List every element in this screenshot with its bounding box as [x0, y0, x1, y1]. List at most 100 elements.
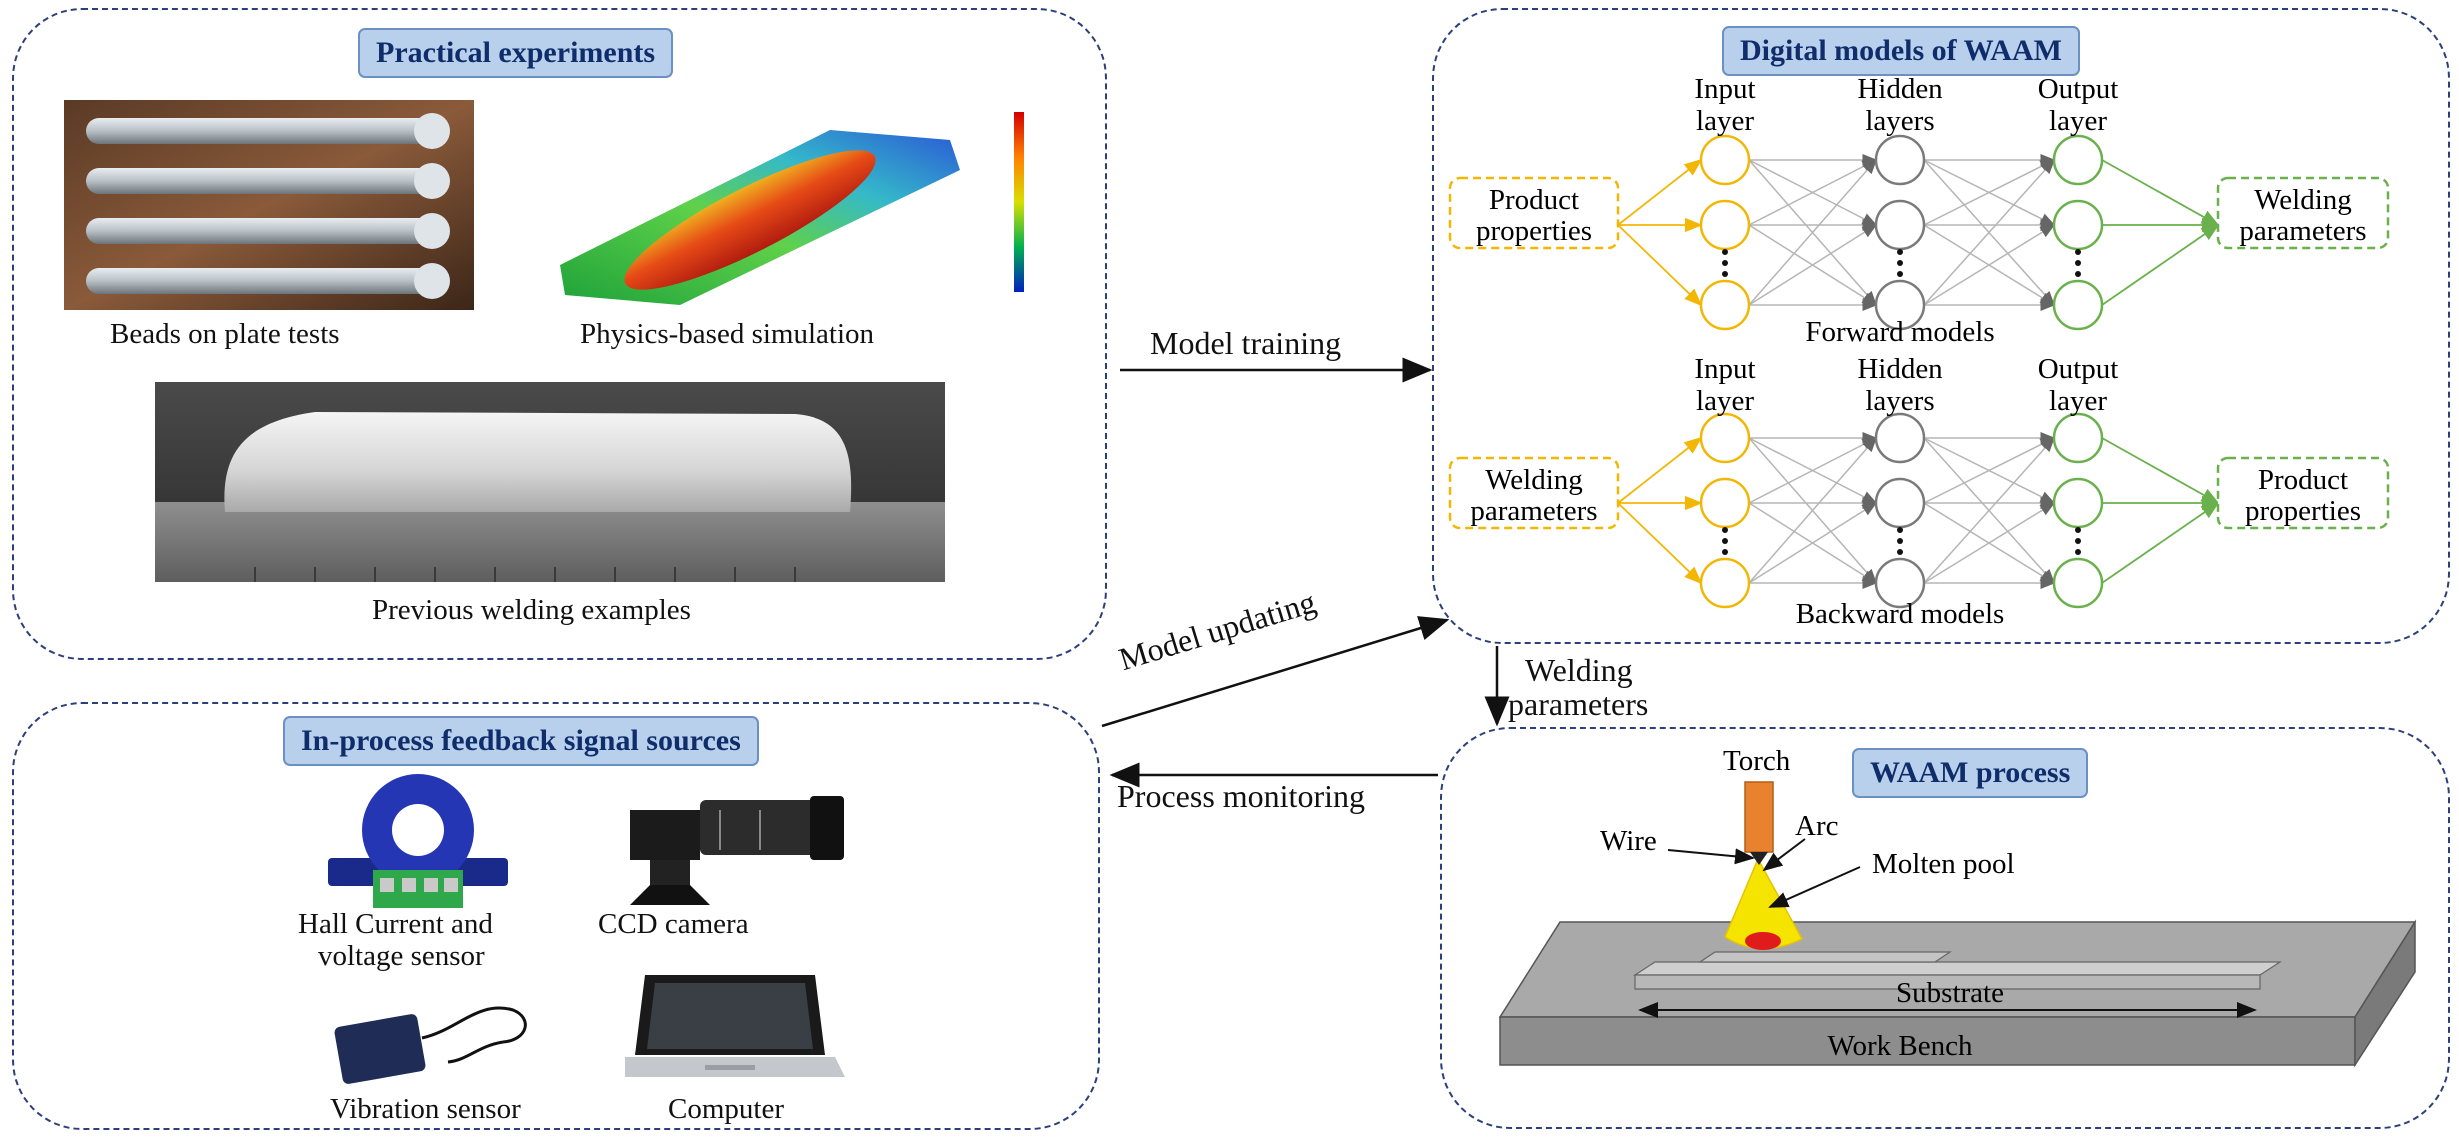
backward-ellipsis-dot: [1897, 549, 1903, 555]
fwd-input-box-line1: Product: [1489, 184, 1579, 216]
fwd-hidden-layers-line2: layers: [1865, 105, 1934, 137]
fwd-output-box: [2216, 176, 2390, 250]
forward-ellipsis-dot: [2075, 260, 2081, 266]
arc-label: Arc: [1795, 810, 1838, 842]
backward-ellipsis-dot: [1722, 538, 1728, 544]
forward-ellipsis-dot: [1722, 271, 1728, 277]
forward-ellipsis-dot: [1897, 249, 1903, 255]
work-bench-label: Work Bench: [1827, 1030, 1973, 1062]
backward-input-arrow: [1617, 502, 1703, 585]
forward-node-output: [2052, 134, 2104, 186]
fwd-output-box-line2: parameters: [2239, 215, 2366, 247]
physics-simulation-image: [560, 112, 1024, 305]
process-monitoring-label: Process monitoring: [1117, 778, 1365, 814]
backward-connection: [1923, 502, 2056, 584]
backward-ellipsis-dot: [2075, 527, 2081, 533]
fwd-input-box-line2: properties: [1476, 215, 1592, 247]
bwd-output-box-line1: Product: [2258, 464, 2348, 496]
forward-models-caption: Forward models: [1805, 316, 1994, 348]
backward-node-output: [2052, 557, 2104, 609]
backward-model-network: [1617, 412, 2220, 609]
bwd-hidden-layers-line1: Hidden: [1857, 353, 1943, 385]
bwd-input-box-line1: Welding: [1485, 464, 1583, 496]
backward-node-hidden: [1874, 477, 1926, 529]
backward-connection: [1748, 436, 1877, 584]
model-updating-arrow: [1101, 616, 1450, 728]
substrate-top: [1632, 961, 2283, 976]
welding-parameters-label-line1: Welding: [1525, 652, 1633, 688]
bead-2: [86, 163, 450, 199]
bead-4: [86, 263, 450, 299]
bwd-input-layer-line2: layer: [1696, 385, 1754, 417]
beads-on-plate-photo: [64, 100, 474, 310]
backward-output-arrow: [2101, 501, 2220, 584]
molten-pool: [1745, 932, 1781, 950]
computer-caption: Computer: [668, 1093, 784, 1125]
backward-ellipsis-dot: [2075, 549, 2081, 555]
previous-welding-photo: [155, 382, 945, 582]
forward-output-arrow: [2101, 159, 2220, 226]
hall-caption-line1: Hall Current and: [298, 908, 493, 940]
forward-model-network: [1617, 134, 2220, 331]
bwd-input-box: [1448, 456, 1620, 530]
backward-node-input: [1699, 412, 1751, 464]
backward-ellipsis-dot: [1722, 549, 1728, 555]
ccd-camera-image: [630, 796, 844, 905]
practical-experiments-title: Practical experiments: [358, 28, 674, 78]
waam-process-title: WAAM process: [1852, 748, 2089, 798]
backward-connection: [1923, 436, 2056, 584]
bwd-output-layer-line1: Output: [2038, 353, 2119, 385]
backward-node-hidden: [1874, 412, 1926, 464]
backward-node-hidden: [1874, 557, 1926, 609]
forward-ellipsis-dot: [1722, 249, 1728, 255]
torch-label: Torch: [1723, 745, 1791, 777]
backward-ellipsis-dot: [1897, 538, 1903, 544]
forward-ellipsis-dot: [1897, 271, 1903, 277]
bead-1: [86, 113, 450, 149]
fwd-input-layer-line2: layer: [1696, 105, 1754, 137]
beads-caption: Beads on plate tests: [110, 318, 340, 350]
forward-node-hidden: [1874, 279, 1926, 331]
forward-output-arrow: [2101, 223, 2220, 306]
computer-image: [625, 975, 845, 1077]
bwd-input-box-line2: parameters: [1470, 495, 1597, 527]
deposited-bead: [1698, 951, 1952, 963]
work-bench-side: [2354, 919, 2416, 1068]
backward-node-output: [2052, 412, 2104, 464]
fwd-output-layer-line1: Output: [2038, 73, 2119, 105]
backward-input-arrow: [1617, 436, 1703, 504]
bead-3: [86, 213, 450, 249]
forward-ellipsis-dot: [2075, 271, 2081, 277]
forward-node-output: [2052, 279, 2104, 331]
molten-pool-label: Molten pool: [1872, 848, 2015, 880]
forward-node-input: [1699, 199, 1751, 251]
vibration-sensor-image: [334, 1006, 527, 1084]
bwd-input-layer-line1: Input: [1694, 353, 1755, 385]
forward-connection: [1748, 158, 1877, 306]
fwd-output-box-line1: Welding: [2254, 184, 2352, 216]
digital-models-title: Digital models of WAAM: [1722, 26, 2080, 76]
forward-connection: [1923, 224, 2056, 306]
forward-node-hidden: [1874, 134, 1926, 186]
forward-node-hidden: [1874, 199, 1926, 251]
model-training-label: Model training: [1150, 325, 1342, 361]
backward-node-output: [2052, 477, 2104, 529]
backward-output-arrow: [2101, 437, 2220, 504]
physics-caption: Physics-based simulation: [580, 318, 875, 350]
forward-ellipsis-dot: [1897, 260, 1903, 266]
backward-ellipsis-dot: [1722, 527, 1728, 533]
fwd-input-box: [1448, 176, 1620, 250]
hall-sensor-image: [328, 774, 508, 908]
backward-connection: [1748, 502, 1878, 584]
backward-ellipsis-dot: [2075, 538, 2081, 544]
forward-node-input: [1699, 134, 1751, 186]
backward-connection: [1923, 437, 2056, 504]
wire-label: Wire: [1600, 825, 1657, 857]
vibration-caption: Vibration sensor: [330, 1093, 521, 1125]
forward-connection: [1748, 159, 1878, 226]
forward-node-input: [1699, 279, 1751, 331]
forward-connection: [1923, 159, 2056, 226]
